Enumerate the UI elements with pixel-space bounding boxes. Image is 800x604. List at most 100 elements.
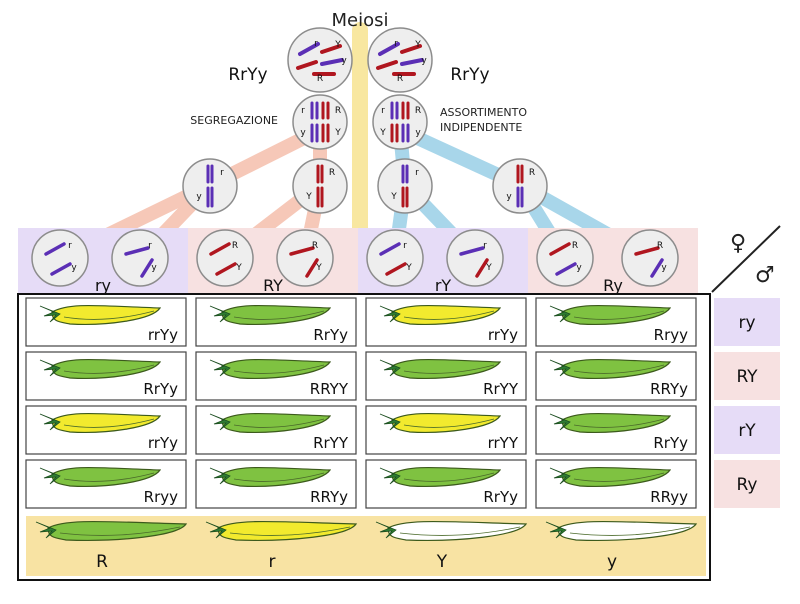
allele-label: y xyxy=(300,128,306,138)
pea-pod xyxy=(549,466,672,487)
pod-stem-icon xyxy=(209,359,231,377)
pod-seam xyxy=(573,418,665,428)
chromosome xyxy=(475,258,489,278)
assortment-label-1: ASSORTIMENTO xyxy=(440,106,527,119)
genotype-label: rrYy xyxy=(148,326,178,344)
genotype-label: rrYY xyxy=(488,434,519,452)
pod-stem-icon xyxy=(379,467,401,485)
allele-label: r xyxy=(381,106,385,116)
cell-membrane xyxy=(366,229,424,287)
chromosome xyxy=(555,262,577,276)
cell-membrane xyxy=(372,94,428,150)
chromosome xyxy=(296,60,318,70)
cell-membrane xyxy=(292,94,348,150)
pod-seam xyxy=(403,472,495,482)
second-division-cell: RY xyxy=(292,158,348,214)
pod-seam xyxy=(403,364,495,374)
allele-label: R xyxy=(335,106,341,116)
pea-pod xyxy=(545,520,698,541)
pod-stem-icon xyxy=(545,521,567,539)
pod-seam xyxy=(569,526,691,536)
diagram-labels: Meiosi RrYy RrYy SEGREGAZIONE ASSORTIMEN… xyxy=(190,10,781,293)
genotype-label: RrYy xyxy=(653,434,688,452)
cell-membrane xyxy=(367,27,433,93)
pod-stem-icon xyxy=(379,359,401,377)
genotype-label: RRYy xyxy=(310,488,348,506)
row-label: ry xyxy=(738,313,755,333)
pod-seam xyxy=(573,472,665,482)
pod-seam xyxy=(229,526,351,536)
legend-label: Y xyxy=(436,552,448,572)
legend-label: r xyxy=(269,552,276,572)
pod-seam xyxy=(233,472,325,482)
pod-stem-icon xyxy=(39,467,61,485)
pea-pod xyxy=(379,466,502,487)
pea-pod xyxy=(209,358,332,379)
cell-membrane xyxy=(276,229,334,287)
pod-body xyxy=(391,358,502,379)
corner-divider xyxy=(711,225,781,293)
pod-seam xyxy=(233,364,325,374)
pea-pod xyxy=(549,412,672,433)
allele-label: R xyxy=(657,241,663,251)
pea-pod xyxy=(39,358,162,379)
pod-seam xyxy=(403,418,495,428)
pod-body xyxy=(561,304,672,325)
gamete-cell: RY xyxy=(196,229,254,287)
pea-pod xyxy=(549,358,672,379)
allele-label: Y xyxy=(315,263,322,273)
genotype-label: RrYY xyxy=(313,434,349,452)
allele-label: y xyxy=(151,263,157,273)
second-division-cell: ry xyxy=(182,158,238,214)
pod-body xyxy=(391,412,502,433)
chromosome xyxy=(320,58,344,66)
pod-stem-icon xyxy=(549,305,571,323)
allele-label: Y xyxy=(405,263,412,273)
gamete-cell: rY xyxy=(366,229,424,287)
genotype-label: RrYY xyxy=(483,380,519,398)
allele-label: r xyxy=(415,168,419,178)
chromosome xyxy=(376,60,398,70)
genotype-label: Rryy xyxy=(144,488,178,506)
pod-body xyxy=(51,412,162,433)
allele-label: y xyxy=(576,263,582,273)
pod-seam xyxy=(399,526,521,536)
pod-stem-icon xyxy=(35,521,57,539)
allele-label: r xyxy=(483,241,487,251)
genotype-label: rrYy xyxy=(148,434,178,452)
allele-label: Y xyxy=(334,128,341,138)
row-label-bg xyxy=(714,352,780,400)
pod-seam xyxy=(233,310,325,320)
pod-stem-icon xyxy=(39,305,61,323)
pod-body xyxy=(221,466,332,487)
chromosome xyxy=(378,42,400,56)
pea-pod xyxy=(39,412,162,433)
genotype-label: RrYy xyxy=(143,380,178,398)
pod-stem-icon xyxy=(549,359,571,377)
pod-body xyxy=(47,520,188,541)
pod-stem-icon xyxy=(209,305,231,323)
allele-label: y xyxy=(415,128,421,138)
chromosome xyxy=(305,258,319,278)
pod-seam xyxy=(403,310,495,320)
allele-label: R xyxy=(415,106,421,116)
allele-label: Y xyxy=(390,192,397,202)
allele-label: R xyxy=(317,74,323,84)
title: Meiosi xyxy=(332,10,389,31)
pod-stem-icon xyxy=(39,413,61,431)
genotype-label: Rryy xyxy=(654,326,688,344)
female-symbol: ♀ xyxy=(730,231,746,256)
allele-label: r xyxy=(220,168,224,178)
pod-seam xyxy=(233,418,325,428)
allele-label: Y xyxy=(485,263,492,273)
genotype-label: RRyy xyxy=(650,488,688,506)
pea-pod xyxy=(205,520,358,541)
genotype-label: RRYY xyxy=(310,380,349,398)
chromosome xyxy=(140,258,154,278)
chromosome xyxy=(650,258,664,278)
